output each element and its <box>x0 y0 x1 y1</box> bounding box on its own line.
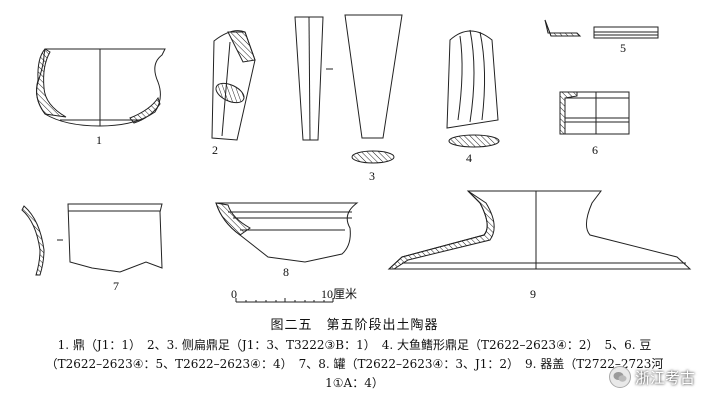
scale-end-label: 10厘米 <box>321 287 357 301</box>
vessel-4-drawing <box>446 29 500 148</box>
vessel-9-drawing <box>387 190 692 270</box>
label-7: 7 <box>113 279 119 293</box>
caption-line-3: 1①A：4） <box>325 376 384 390</box>
label-4: 4 <box>466 151 472 165</box>
vessel-8-drawing <box>215 202 359 263</box>
label-2: 2 <box>212 143 218 157</box>
vessel-3-drawing <box>294 14 403 164</box>
wechat-icon <box>608 366 631 388</box>
vessel-2-drawing <box>211 30 256 141</box>
vessel-6-drawing <box>559 91 630 135</box>
watermark: 浙江考古 <box>608 366 695 388</box>
watermark-text: 浙江考古 <box>634 368 695 387</box>
label-3: 3 <box>369 169 375 183</box>
caption-line-2: （T2622–2623④：5、T2622–2623④：4） 7、8. 罐（T26… <box>45 357 664 371</box>
label-9: 9 <box>530 287 536 301</box>
vessel-7-drawing <box>21 203 163 276</box>
vessel-5-drawing <box>544 19 659 39</box>
label-6: 6 <box>592 143 598 157</box>
label-8: 8 <box>283 265 289 279</box>
vessel-1-drawing <box>36 48 166 127</box>
caption-line-1: 1. 鼎（J1：1） 2、3. 侧扁鼎足（J1：3、T3222③B：1） 4. … <box>57 338 652 352</box>
label-5: 5 <box>620 41 626 55</box>
scale-start-label: 0 <box>231 287 237 301</box>
figure-title: 图二五 第五阶段出土陶器 <box>270 318 439 333</box>
scale-bar <box>235 298 334 303</box>
label-1: 1 <box>96 133 102 147</box>
